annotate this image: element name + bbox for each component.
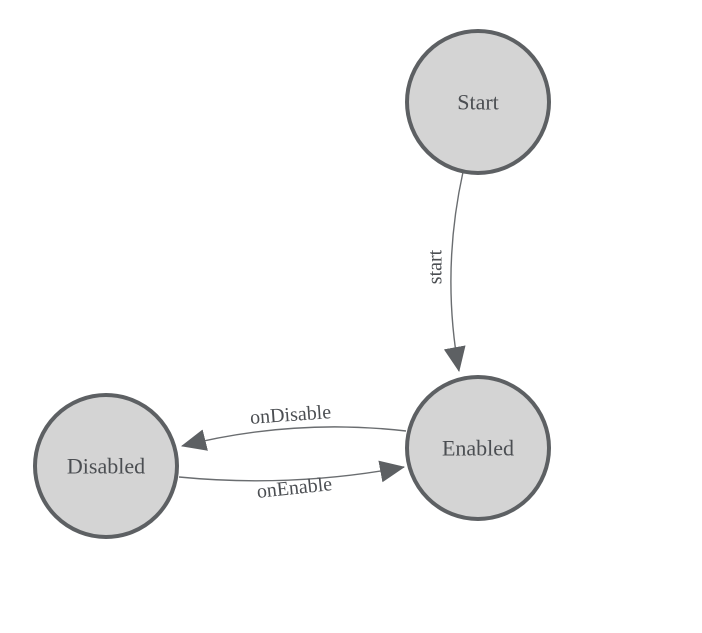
state-node-disabled-label: Disabled	[67, 454, 145, 479]
edge-label-onenable: onEnable	[256, 473, 334, 503]
edge-label-start: start	[425, 249, 447, 284]
state-node-enabled[interactable]: Enabled	[405, 375, 551, 521]
edge-start-to-enabled: start	[425, 171, 466, 372]
edge-label-ondisable: onDisable	[249, 401, 332, 429]
state-node-enabled-circle[interactable]	[405, 375, 551, 521]
edge-start-to-enabled-line	[443, 171, 466, 372]
state-node-start-label: Start	[457, 90, 499, 115]
state-node-disabled-circle[interactable]	[33, 393, 179, 539]
state-node-start[interactable]: Start	[405, 29, 551, 175]
state-node-enabled-label: Enabled	[442, 436, 514, 461]
edge-disabled-to-enabled-line	[178, 460, 405, 483]
edge-enabled-to-disabled: onDisable	[181, 401, 407, 451]
edge-disabled-to-enabled: onEnable	[178, 460, 405, 503]
state-node-start-circle[interactable]	[405, 29, 551, 175]
state-node-disabled[interactable]: Disabled	[33, 393, 179, 539]
edge-enabled-to-disabled-line	[181, 426, 407, 451]
